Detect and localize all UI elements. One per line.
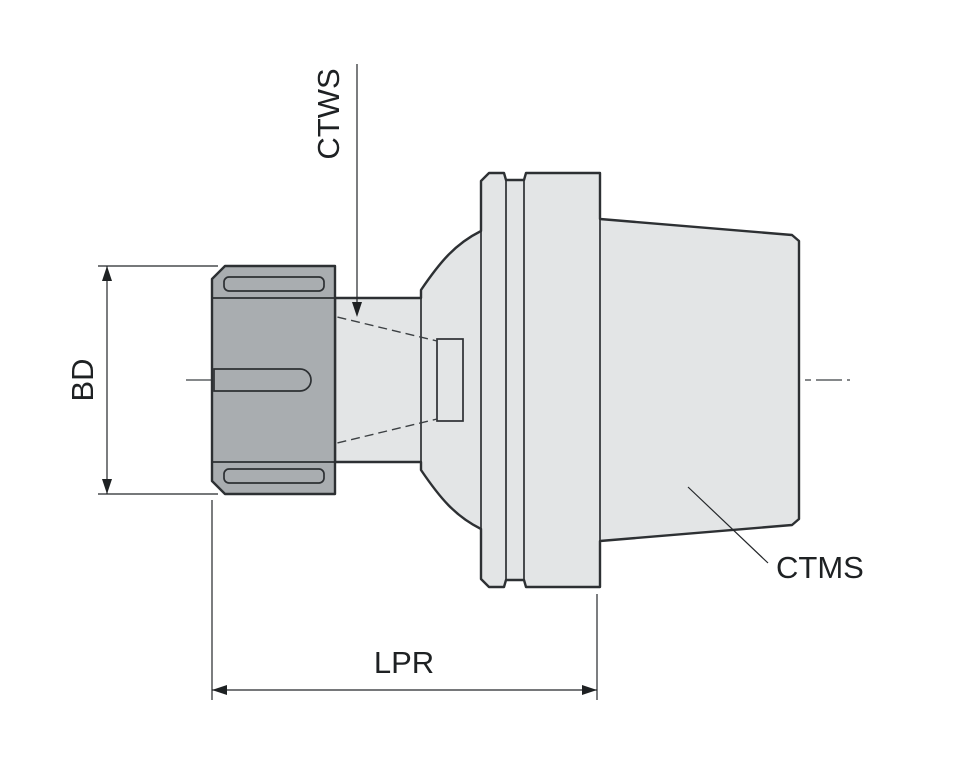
- ctws-arrow-down-icon: [352, 302, 362, 317]
- dimension-bd: BD: [65, 265, 218, 495]
- collet-center-slot: [213, 368, 312, 392]
- internal-bore-rectangle: [436, 338, 464, 422]
- hidden-taper-top-line: [282, 303, 438, 342]
- ctms-label: CTMS: [776, 550, 864, 585]
- annotation-ctws: CTWS: [311, 64, 362, 317]
- collet-nut: [210, 264, 337, 496]
- bd-arrow-up-icon: [102, 266, 112, 281]
- ctms-leader-line: [687, 486, 769, 564]
- collet-nut-outline: [210, 264, 337, 496]
- lpr-arrow-left-icon: [212, 685, 227, 695]
- lpr-arrow-right-icon: [582, 685, 597, 695]
- nut-wrench-slot-bottom: [223, 468, 325, 484]
- ctws-label: CTWS: [311, 68, 346, 159]
- hidden-taper-bottom-line: [282, 418, 438, 457]
- annotation-ctms: CTMS: [687, 486, 864, 585]
- body-silhouette: [333, 171, 801, 589]
- lpr-label: LPR: [374, 645, 434, 680]
- holder-body: [333, 171, 801, 589]
- nut-wrench-slot-top: [223, 276, 325, 292]
- dimension-lpr: LPR: [211, 500, 598, 700]
- bd-arrow-down-icon: [102, 479, 112, 494]
- bd-label: BD: [65, 358, 100, 401]
